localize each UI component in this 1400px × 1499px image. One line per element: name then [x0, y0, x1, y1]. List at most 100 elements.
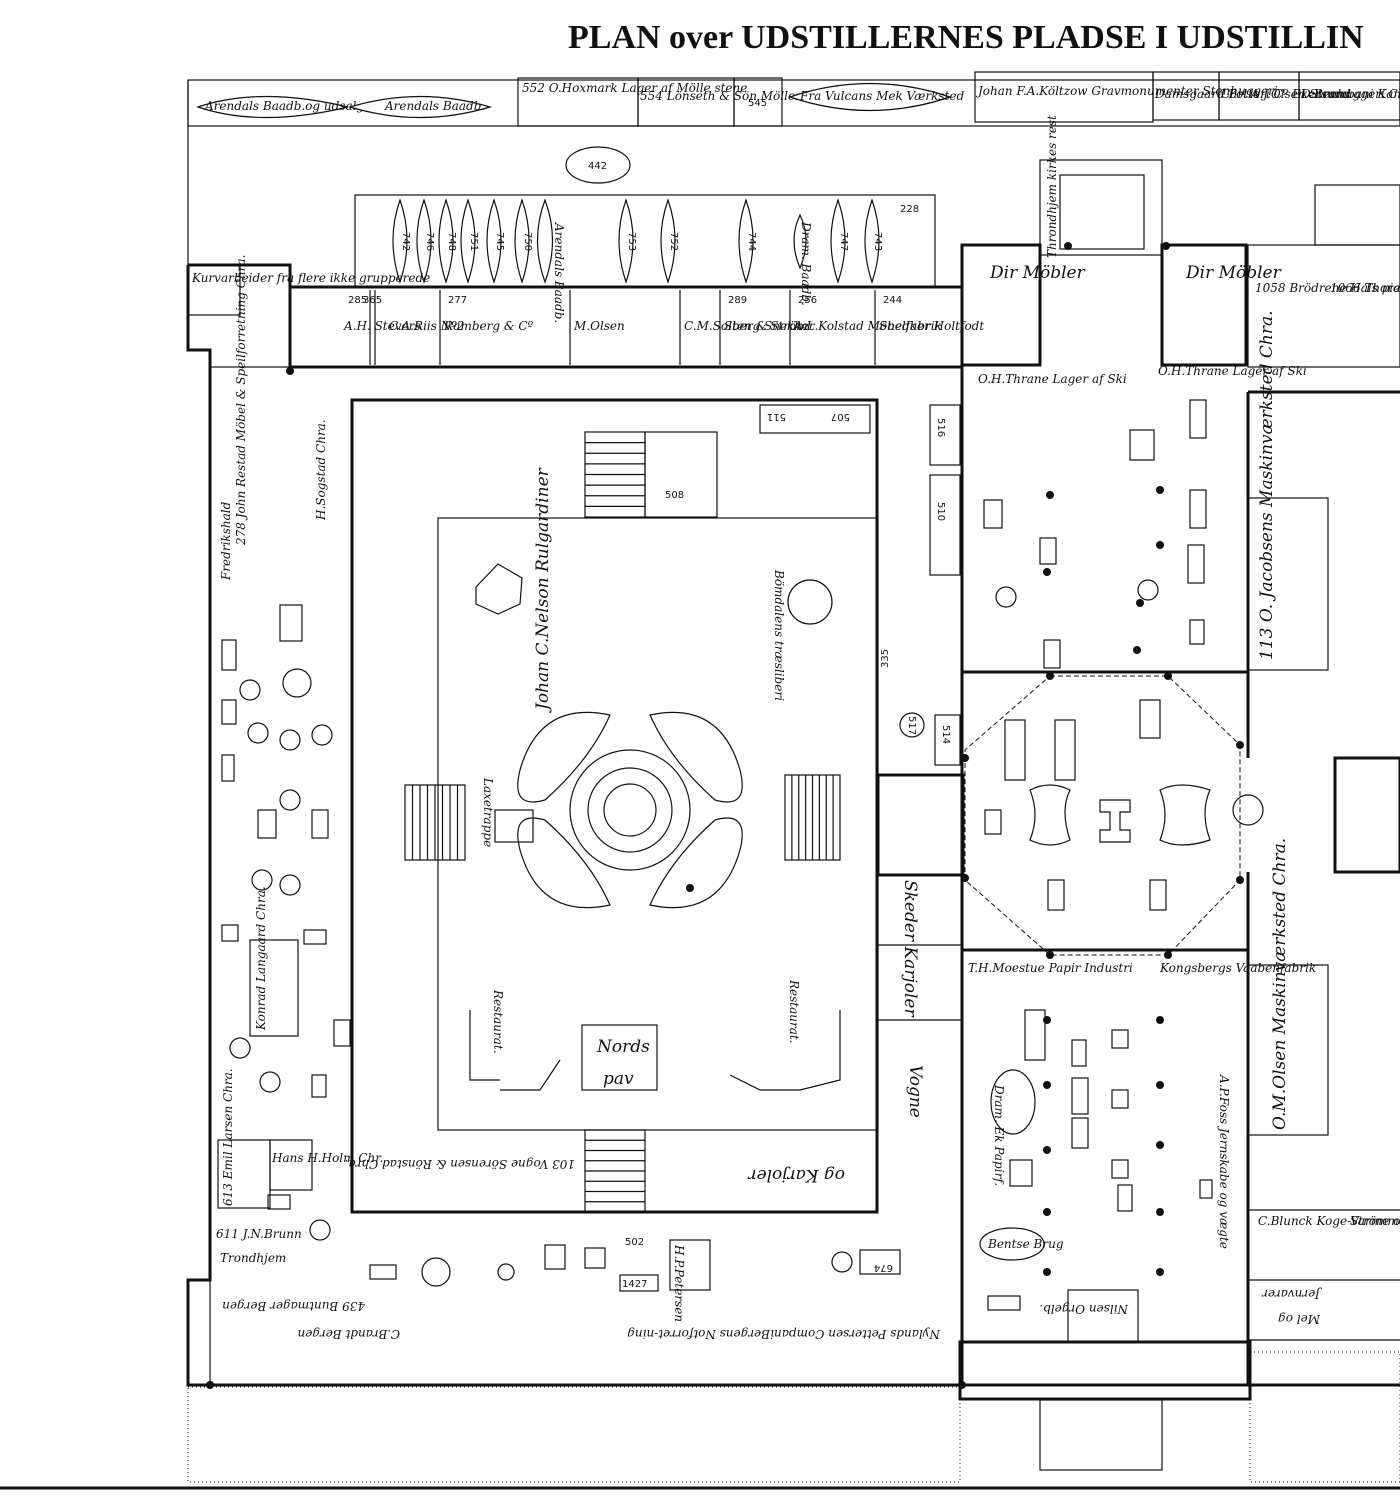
olsen-label: Carl A.J.Olsen Stenhuggeri Chra. — [1221, 87, 1400, 101]
foss-label: A.P.Foss Jernskabe og vægte — [1217, 1074, 1231, 1249]
stand-box-32 — [1117, 1184, 1133, 1212]
north-stand-label-7: A.L.Kolstad Möbelfabrik — [793, 319, 942, 333]
stand-box-28 — [1111, 1029, 1129, 1049]
north-stand-label-6: Sten & Ström — [724, 319, 808, 333]
round-stand-12 — [497, 1263, 515, 1281]
column-dot-3 — [1046, 491, 1054, 499]
boat-number-743: 743 — [872, 232, 883, 251]
top-boat1-label: Arendals Baadb.og udsalg — [204, 99, 364, 113]
north-stand-label-5: C.M.Solberg Snekker — [684, 319, 816, 333]
east-entrance-stair — [1039, 159, 1163, 256]
boat-number-750: 750 — [522, 232, 533, 251]
round-stand-11 — [421, 1257, 451, 1287]
stand-510-label: 510 — [935, 502, 946, 521]
stand-box-9 — [311, 1074, 327, 1098]
flowerbed-sw — [517, 817, 611, 909]
round-stand-5 — [279, 789, 301, 811]
north-stand-0: 365 — [363, 290, 382, 365]
boat-number-745: 745 — [494, 232, 505, 251]
stand-507-label: 507 — [831, 411, 850, 422]
boat-number-753: 753 — [626, 232, 637, 251]
fountain-mid — [587, 767, 673, 853]
laxetrappe-label: Laxetrappe — [481, 777, 495, 847]
buntmager-label: 439 Buntmager Bergen — [222, 1299, 366, 1313]
thoresen-label: 1066 Thoresen Pianofabrikant — [1330, 281, 1400, 295]
column-dot-0 — [286, 367, 294, 375]
column-dot-25 — [1236, 741, 1244, 749]
column-dot-10 — [1043, 1081, 1051, 1089]
boat-number-744: 744 — [746, 232, 757, 251]
stand-box-19 — [1004, 719, 1026, 781]
laxetrappe-box — [494, 809, 534, 843]
bomdalens-label: Bömdalens træsliberi — [772, 569, 786, 701]
stand-box-18 — [1139, 699, 1161, 739]
stand-boxes — [206, 242, 1244, 1389]
stand-box-21 — [984, 809, 1002, 835]
column-dot-12 — [1043, 1208, 1051, 1216]
stand-516-label: 516 — [935, 418, 946, 437]
restaurat-left-label: Restaurat. — [491, 989, 505, 1054]
boat-outline-arendals — [347, 95, 493, 119]
east-building: Dir Möbler Dir Möbler Throndhjem kirkes … — [958, 115, 1400, 1471]
stand-502-label: 502 — [625, 1237, 644, 1248]
column-dot-1 — [1064, 242, 1072, 250]
fountain-outer — [569, 749, 691, 871]
oolsen-label: O.M.Olsen Maskinværksted Chra. — [1270, 838, 1290, 1130]
stand-box-29 — [1111, 1089, 1129, 1109]
round-stand-1 — [239, 679, 261, 701]
column-dot-21 — [1046, 672, 1054, 680]
boat-number-747: 747 — [838, 232, 849, 251]
thrane2-label: O.H.Thrane Lager af Ski — [1158, 364, 1307, 378]
column-dot-13 — [1043, 1268, 1051, 1276]
column-dot-23 — [961, 874, 969, 882]
stand-box-5 — [311, 809, 329, 839]
north-stand-num-1: 285 — [348, 295, 367, 306]
north-stand-num-7: 256 — [798, 295, 817, 306]
vulcan-label: Fra Vulcans Mek Værksted — [799, 89, 964, 103]
stand-box-0 — [279, 604, 303, 642]
column-dot-19 — [1046, 951, 1054, 959]
column-dot-4 — [1156, 486, 1164, 494]
ground-stipple-west — [187, 1386, 961, 1483]
brunn-label: 611 J.N.Brunn — [216, 1227, 302, 1241]
stand-box-10 — [267, 1194, 291, 1210]
flowerbed-se — [649, 817, 743, 909]
hexagon-kiosk — [475, 563, 523, 615]
stand-box-34 — [544, 1244, 566, 1270]
boat-number-752: 752 — [668, 232, 679, 251]
column-dot-18 — [1156, 1268, 1164, 1276]
boat-number-751: 751 — [468, 232, 479, 251]
fountain-inner — [603, 783, 657, 837]
moestue-label: T.H.Moestue Papir Industri — [968, 961, 1133, 975]
north-stand-label-2: C.A.Riis Nº2 — [389, 319, 465, 333]
column-dot-22 — [1164, 672, 1172, 680]
north-stand-label-3: Ramberg & Cº — [443, 319, 534, 333]
dir-mobler-2-label: Dir Möbler — [1185, 263, 1282, 283]
dir-mobler-2-box — [1160, 243, 1248, 367]
stand-box-6 — [221, 924, 239, 942]
plan-title: PLAN over UDSTILLERNES PLADSE I UDSTILLI… — [568, 19, 1364, 56]
skeder-label: Skeder Karjoler — [900, 880, 920, 1017]
boat-arendals-shape — [536, 198, 554, 284]
brodrene-label: 1058 Brödrene Hals pianolager — [1255, 281, 1400, 295]
stand-box-31 — [1009, 1159, 1033, 1187]
boat-748: 748 — [438, 198, 457, 284]
column-dot-11 — [1043, 1146, 1051, 1154]
column-dot-29 — [958, 1381, 966, 1389]
stand-box-20 — [1054, 719, 1076, 781]
stand-box-4 — [257, 809, 277, 839]
fredrikshald-label: Fredrikshald — [219, 501, 233, 581]
throndhjem-label: Throndhjem kirkes rest — [1045, 115, 1059, 258]
stand-box-14 — [1189, 399, 1207, 439]
stand-box-11 — [983, 499, 1003, 529]
brandt-label: C.Brandt Bergen — [298, 1327, 401, 1341]
boat-outline-vulcan — [788, 82, 952, 112]
jarnvarer-label: Jernvarer — [1261, 1287, 1323, 1301]
stand-box-22 — [1047, 879, 1065, 911]
boat-number-742: 742 — [400, 232, 411, 251]
stand-box-38 — [1129, 429, 1155, 461]
column-dot-8 — [1133, 646, 1141, 654]
